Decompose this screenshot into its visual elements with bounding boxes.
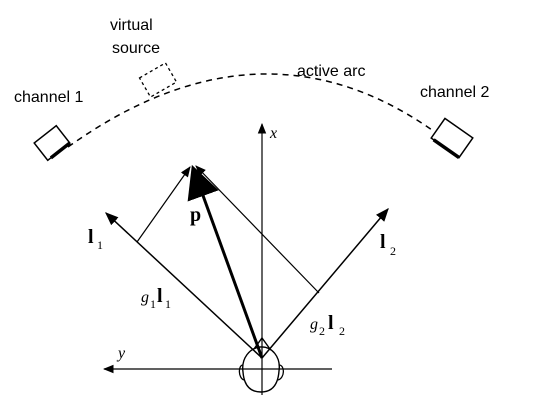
virtual-source-label: virtual bbox=[110, 17, 153, 34]
y-axis-label: y bbox=[116, 345, 126, 362]
g2-to-p-line bbox=[195, 165, 320, 294]
g1-subscript: 1 bbox=[150, 297, 156, 311]
g2-label: g bbox=[310, 316, 318, 333]
channel-2-label: channel 2 bbox=[420, 84, 489, 101]
g2-vec-label: l bbox=[328, 312, 334, 334]
g1-label: g bbox=[141, 289, 149, 306]
channel-1-speaker bbox=[33, 124, 71, 162]
channel-1-label: channel 1 bbox=[14, 89, 83, 106]
g1-vec-label: l bbox=[157, 285, 163, 307]
p-vector bbox=[187, 164, 264, 359]
g2-subscript: 2 bbox=[319, 324, 325, 338]
virtual-source-box bbox=[138, 62, 178, 98]
p-vector-label: p bbox=[190, 204, 201, 226]
g2-vec-subscript: 2 bbox=[339, 324, 345, 338]
l2-vector bbox=[261, 207, 389, 359]
channel-2-speaker bbox=[430, 117, 474, 160]
virtual-source-label-2: source bbox=[112, 40, 160, 57]
l2-label: l bbox=[380, 231, 386, 253]
active-arc-label: active arc bbox=[297, 63, 365, 80]
l1-subscript: 1 bbox=[97, 238, 103, 252]
g1-vec-subscript: 1 bbox=[165, 297, 171, 311]
l2-subscript: 2 bbox=[390, 244, 396, 258]
x-axis-label: x bbox=[269, 125, 277, 142]
active-arc bbox=[67, 73, 433, 148]
g1-to-p-line bbox=[136, 166, 191, 243]
l1-vector bbox=[105, 212, 263, 359]
l1-label: l bbox=[88, 226, 94, 248]
listener-head-icon bbox=[238, 336, 285, 393]
